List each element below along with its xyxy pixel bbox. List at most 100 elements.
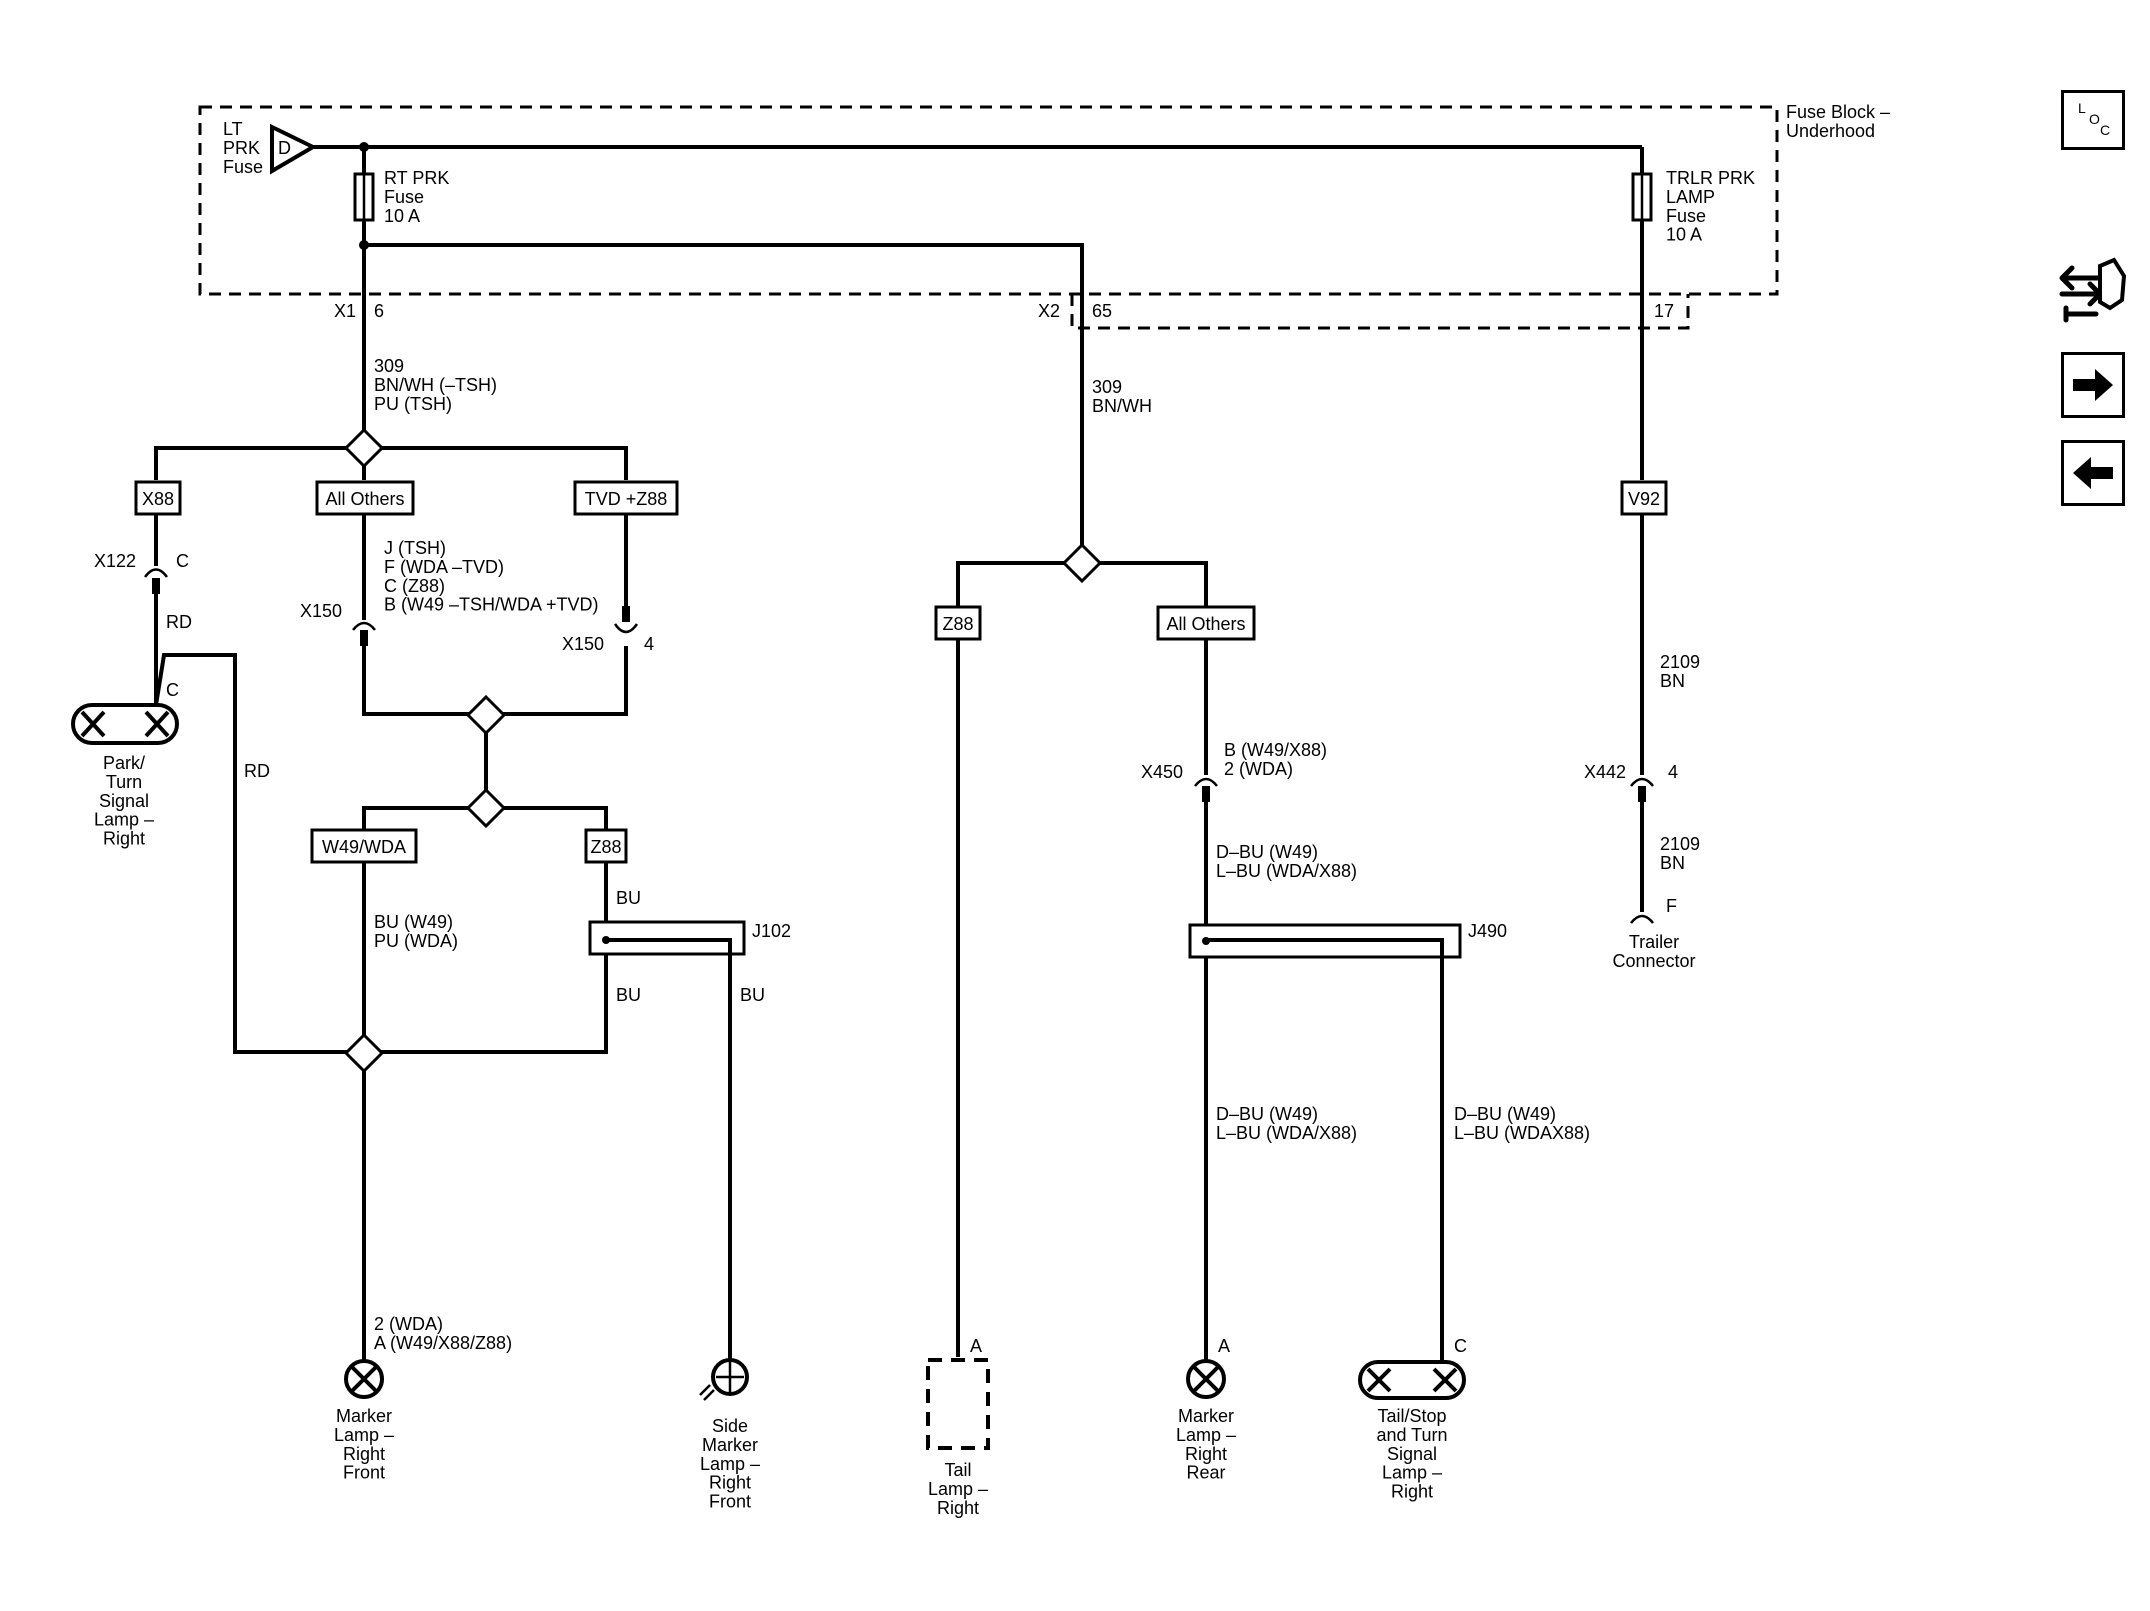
side-marker-cross xyxy=(716,1362,744,1392)
branch-3 xyxy=(362,806,608,830)
loc-letter-c: C xyxy=(2100,122,2110,138)
splice-diamond-3 xyxy=(465,787,507,829)
splice-diamond-4 xyxy=(343,1032,385,1074)
wire-x150-join xyxy=(362,646,628,716)
option-z88-mid-label: Z88 xyxy=(942,614,973,634)
marker-lamp-front-x xyxy=(350,1365,378,1393)
option-tvd-z88-label: TVD +Z88 xyxy=(585,489,668,509)
x150-left-connector xyxy=(352,621,376,631)
fuse-block-label: Fuse Block –Underhood xyxy=(1786,102,1890,141)
option-z88-mid xyxy=(934,605,982,641)
j102-label: J102 xyxy=(752,921,791,941)
park-turn-pin-label: C xyxy=(166,680,179,700)
x122-pin-label: C xyxy=(176,551,189,571)
x150-right-pin-label: 4 xyxy=(644,634,654,654)
side-marker-led xyxy=(699,1384,715,1401)
option-v92-label: V92 xyxy=(1628,489,1660,509)
x442-pin xyxy=(1638,786,1646,802)
option-all-others-mid-label: All Others xyxy=(1166,614,1245,634)
option-x88-label: X88 xyxy=(142,489,174,509)
option-all-others-mid xyxy=(1156,605,1256,641)
location-button[interactable]: L O C xyxy=(2061,90,2125,150)
x150-pins-label: J (TSH)F (WDA –TVD)C (Z88)B (W49 –TSH/WD… xyxy=(384,538,599,615)
wire-rd-loop xyxy=(154,653,608,1054)
harness-icon xyxy=(2059,257,2127,323)
lt-prk-letter: D xyxy=(278,138,291,158)
rd-mid-label: RD xyxy=(244,761,270,781)
j490-splice xyxy=(1202,937,1210,945)
wire-bu-side xyxy=(606,938,732,1362)
option-z88-left xyxy=(584,828,628,864)
x450-label: X450 xyxy=(1141,762,1183,782)
tail-stop-filaments xyxy=(1366,1367,1458,1393)
x442-pin-label: 4 xyxy=(1668,762,1678,782)
option-z88-left-label: Z88 xyxy=(590,837,621,857)
j102-splice xyxy=(602,936,610,944)
dbu-1-label: D–BU (W49)L–BU (WDA/X88) xyxy=(1216,842,1357,881)
fuse-block-outline xyxy=(198,105,1779,296)
prev-arrow-icon xyxy=(2073,457,2113,489)
rd-top-label: RD xyxy=(166,612,192,632)
next-arrow-icon xyxy=(2073,369,2113,401)
wire-tail-stop xyxy=(1204,938,1444,1362)
x450-connector xyxy=(1194,777,1218,787)
tail-stop-lamp xyxy=(1358,1360,1466,1400)
splice-diamond-1 xyxy=(343,427,385,469)
bu-w49-label: BU (W49)PU (WDA) xyxy=(374,912,458,951)
tail-lamp xyxy=(926,1358,990,1450)
park-turn-filaments xyxy=(80,710,170,738)
previous-page-button[interactable] xyxy=(2061,440,2125,506)
x442-connector xyxy=(1630,777,1654,787)
tail-stop-pin-label: C xyxy=(1454,1336,1467,1356)
splice-diamond-2 xyxy=(465,694,507,736)
tail-lamp-pin-label: A xyxy=(970,1336,982,1356)
option-w49-wda-label: W49/WDA xyxy=(322,837,406,857)
option-all-others-left-label: All Others xyxy=(325,489,404,509)
wire-309-mid xyxy=(364,243,1084,563)
x450-pin xyxy=(1202,786,1210,802)
marker-rear-pin-label: A xyxy=(1218,1336,1230,1356)
x442-label: X442 xyxy=(1584,762,1626,782)
x150-left-pin xyxy=(360,630,368,646)
trailer-pin-label: F xyxy=(1666,896,1677,916)
next-page-button[interactable] xyxy=(2061,352,2125,418)
x122-label: X122 xyxy=(94,551,136,571)
x2-pin: 65 xyxy=(1092,301,1112,321)
branch-1 xyxy=(154,446,628,480)
j490-label: J490 xyxy=(1468,921,1507,941)
x2-connector-outline xyxy=(1070,294,1690,330)
x150-right-pin xyxy=(622,606,630,622)
x2-label: X2 xyxy=(1038,301,1060,321)
loc-icon: L O C xyxy=(2078,100,2110,138)
option-tvd-z88 xyxy=(573,480,679,516)
loc-letter-o: O xyxy=(2089,111,2100,127)
trailer-connector-symbol xyxy=(1630,914,1654,924)
marker-lamp-rear-x xyxy=(1192,1365,1220,1393)
park-turn-lamp xyxy=(71,703,179,745)
x450-pins-label: B (W49/X88)2 (WDA) xyxy=(1224,740,1327,779)
splice-diamond-mid xyxy=(1061,542,1103,584)
bu-3-label: BU xyxy=(740,985,765,1005)
x150-left-label: X150 xyxy=(300,601,342,621)
x150-right-connector xyxy=(613,623,639,634)
dbu-2-label: D–BU (W49)L–BU (WDA/X88) xyxy=(1216,1104,1357,1143)
harness-button[interactable] xyxy=(2056,256,2130,328)
x1-pin: 6 xyxy=(374,301,384,321)
bu-2-label: BU xyxy=(616,985,641,1005)
bu-1-label: BU xyxy=(616,888,641,908)
branch-mid xyxy=(956,561,1208,607)
dbu-3-label: D–BU (W49)L–BU (WDAX88) xyxy=(1454,1104,1590,1143)
